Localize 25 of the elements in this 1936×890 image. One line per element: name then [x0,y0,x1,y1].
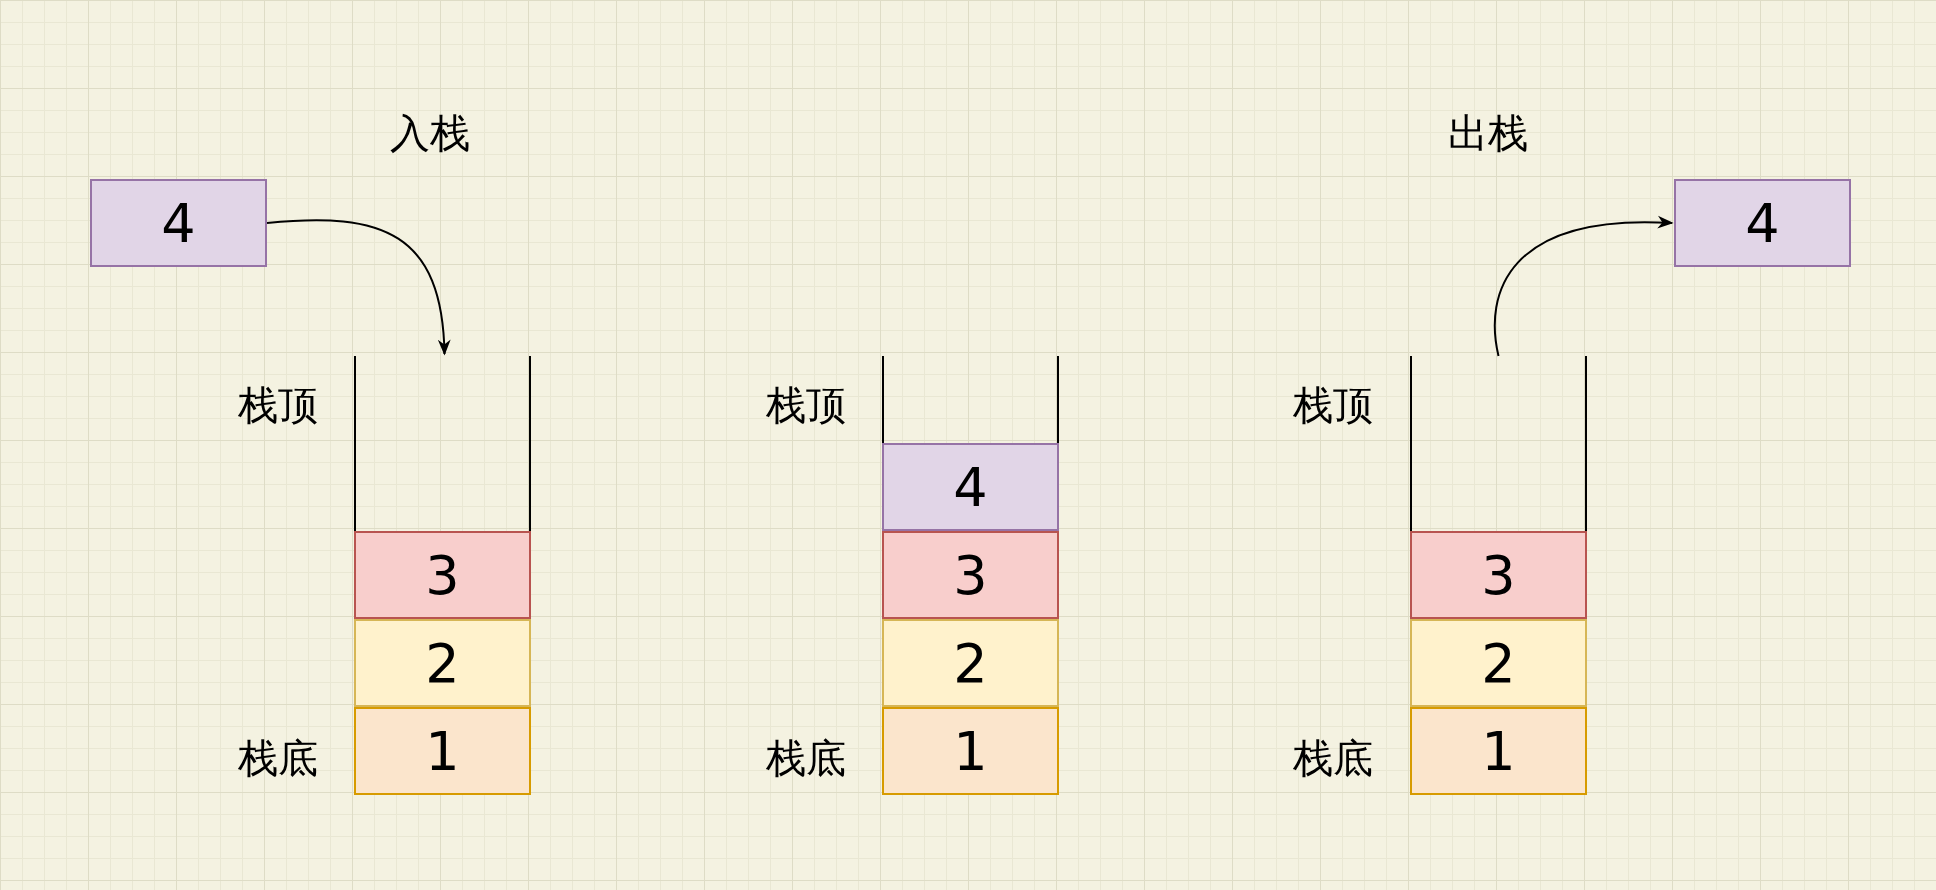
stack-label: 栈底 [238,733,318,783]
stack-cell: 3 [882,531,1059,619]
stack-cell: 2 [354,619,531,707]
stack-label: 栈顶 [238,380,318,430]
stack-label: 栈底 [1293,733,1373,783]
operation-title: 出栈 [1448,108,1528,158]
stack-cell: 1 [1410,707,1587,795]
stack-cell: 2 [1410,619,1587,707]
stack-label: 栈顶 [1293,380,1373,430]
operation-title: 入栈 [390,108,470,158]
stack-cell: 4 [882,443,1059,531]
stack-label: 栈顶 [766,380,846,430]
stack-cell: 3 [354,531,531,619]
element-box: 4 [90,179,267,267]
stack-cell: 3 [1410,531,1587,619]
arrow [1493,216,1674,357]
stack-cell: 1 [354,707,531,795]
element-box: 4 [1674,179,1851,267]
stack-container [882,356,1059,795]
stack-cell: 1 [882,707,1059,795]
stack-container [354,356,531,795]
stack-cell: 2 [882,619,1059,707]
stack-label: 栈底 [766,733,846,783]
arrow [266,219,450,356]
stack-container [1410,356,1587,795]
